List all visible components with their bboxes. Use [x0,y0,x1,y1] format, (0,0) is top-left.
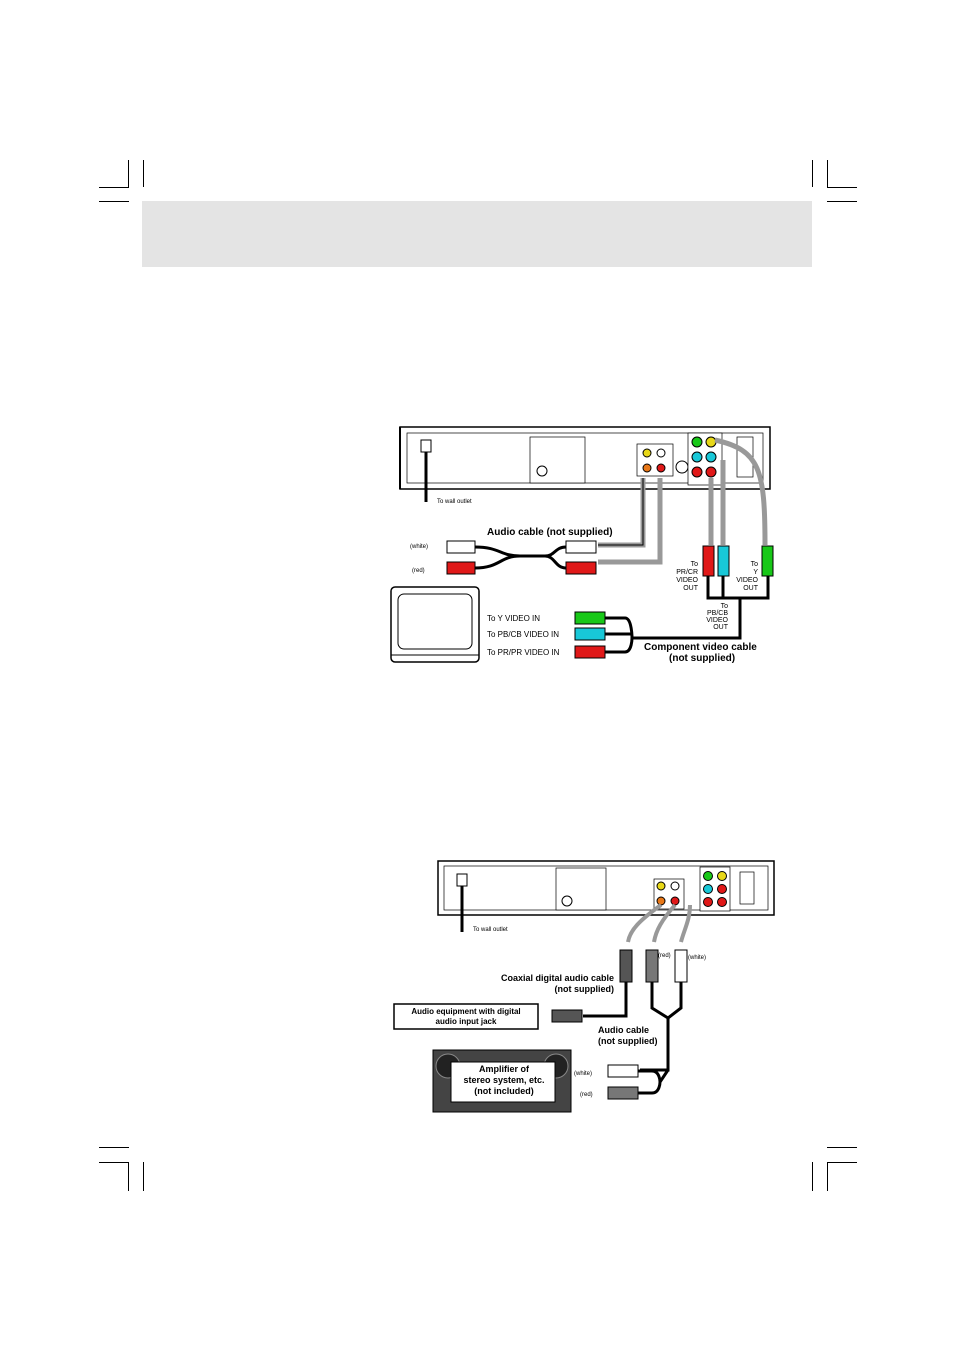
pr-out-2: PR/CR [676,569,698,576]
pr-out-3: VIDEO [676,577,698,584]
plug-red-amp [607,1086,639,1100]
panel-section [529,436,586,484]
crop-mark-bl-v [128,1162,129,1191]
plug-coax [619,949,633,983]
red-label: (red) [412,568,425,574]
plug-white-left [446,540,476,554]
plug-white-2 [674,949,688,983]
amplifier-label-3: (not included) [474,1086,534,1096]
plug-red-left [446,561,476,575]
pb-out-4: OUT [713,624,729,631]
amplifier-label-2: stereo system, etc. [463,1075,544,1085]
plug-white-right [565,540,597,554]
crop-mark-tr-v2 [827,160,828,187]
component-cable-label-1: Component video cable [644,642,757,653]
crop-mark-tl-v [128,160,129,187]
crop-mark-tl-v2 [143,160,144,187]
wall-outlet-label-2: To wall outlet [473,927,508,933]
tv-in-y: To Y VIDEO IN [487,614,540,623]
jack-green [691,436,703,448]
y-out-4: OUT [743,585,759,592]
red-label-2: (red) [658,953,671,959]
jack-white [656,448,666,458]
plug-red-tv [574,645,606,659]
audio-equipment-box [393,1003,539,1030]
audio-cable-label-2: (not supplied) [598,1036,658,1046]
plug-red-comp [702,545,715,577]
crop-mark-tr-h [827,187,857,188]
wall-outlet-label: To wall outlet [437,499,472,505]
diagram-digital-audio: To wall outlet (red) (white) Coaxial dig… [393,860,775,1113]
y-out-3: VIDEO [736,577,758,584]
header-band [142,201,812,267]
jack-red2 [691,466,703,478]
crop-mark-br-v [812,1162,813,1191]
pb-out-1: To [721,603,729,610]
plug-green-comp [761,545,774,577]
plug-coax-end [551,1009,583,1023]
plug-red-2 [645,949,659,983]
crop-mark-tr-h2 [827,201,857,202]
crop-mark-bl-h [99,1147,129,1148]
pb-out-2: PB/CB [707,610,728,617]
crop-mark-br-v2 [827,1162,828,1191]
white-label: (white) [410,544,428,550]
y-out-2: Y [753,569,758,576]
crop-mark-bl-h2 [99,1162,129,1163]
crop-mark-bl-v2 [143,1162,144,1191]
plug-green-tv [574,611,606,625]
white-label-2: (white) [688,955,706,961]
plug-cyan-comp [717,545,730,577]
jack-cyan [691,451,703,463]
pb-out-3: VIDEO [706,617,728,624]
audio-equipment-label-2: audio input jack [436,1017,497,1026]
audio-equipment-label-1: Audio equipment with digital [411,1007,520,1016]
amplifier-label-1: Amplifier of [479,1064,530,1074]
coax-label-2: (not supplied) [555,984,615,994]
amp-white-label: (white) [574,1071,592,1077]
audio-cable-label: Audio cable (not supplied) [487,527,613,538]
crop-mark-tl-h [99,187,129,188]
amp-red-label: (red) [580,1092,593,1098]
jack-orange [642,463,652,473]
pr-out-4: OUT [683,585,699,592]
tv-in-pr: To PR/PR VIDEO IN [487,648,560,657]
audio-cable-label-1: Audio cable [598,1025,649,1035]
coax-label-1: Coaxial digital audio cable [501,973,614,983]
diagram-component-video: To wall outlet Audio cable (not supplied… [390,426,774,664]
jack-yellow [642,448,652,458]
jack-red [656,463,666,473]
crop-mark-br-h [827,1147,857,1148]
crop-mark-tl-h2 [99,201,129,202]
plug-red-right [565,561,597,575]
tv-in-pb: To PB/CB VIDEO IN [487,630,559,639]
pr-out-1: To [691,561,699,568]
plug-cyan-tv [574,627,606,641]
plug-white-amp [607,1064,639,1078]
crop-mark-br-h2 [827,1162,857,1163]
component-cable-label-2: (not supplied) [669,653,735,664]
y-out-1: To [751,561,759,568]
crop-mark-tr-v [812,160,813,187]
